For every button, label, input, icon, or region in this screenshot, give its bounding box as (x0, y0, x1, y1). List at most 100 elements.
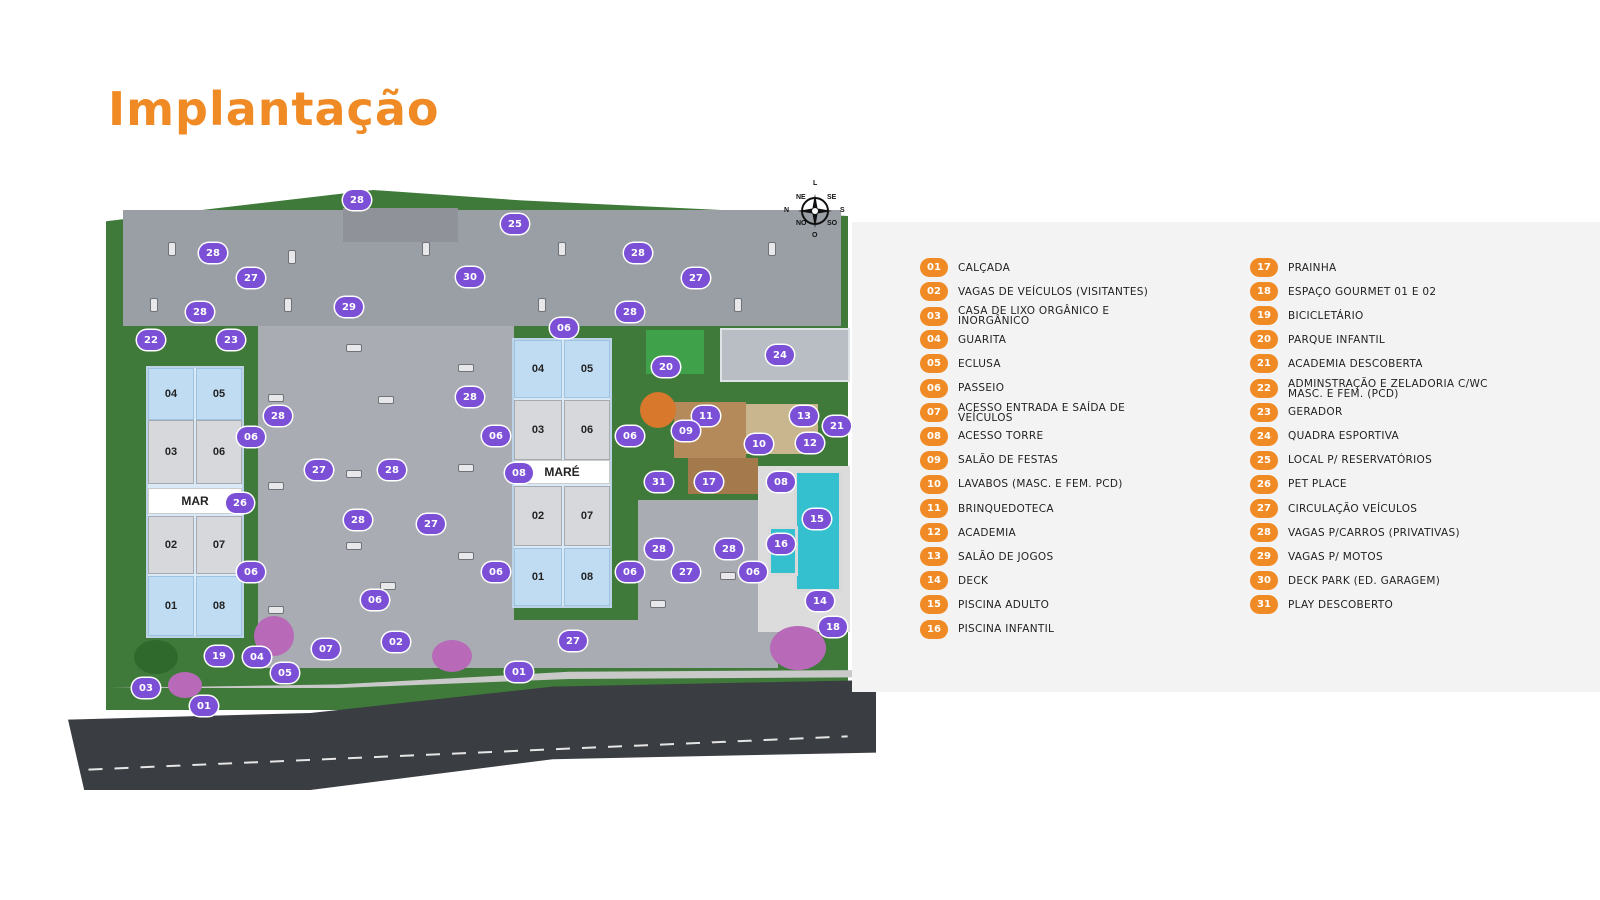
map-pin-17[interactable]: 17 (695, 472, 723, 492)
map-pin-16[interactable]: 16 (767, 534, 795, 554)
map-pin-10[interactable]: 10 (745, 434, 773, 454)
compass-rose: L O N S NE SE NO SO (782, 180, 848, 240)
legend-badge: 02 (920, 282, 948, 302)
map-pin-22[interactable]: 22 (137, 330, 165, 350)
legend-label: VAGAS DE VEÍCULOS (VISITANTES) (958, 285, 1149, 298)
map-pin-15[interactable]: 15 (803, 509, 831, 529)
legend-label: GUARITA (958, 333, 1007, 346)
map-pin-14[interactable]: 14 (806, 591, 834, 611)
unit-01: 01 (514, 548, 562, 606)
map-pin-28[interactable]: 28 (199, 243, 227, 263)
map-pin-28[interactable]: 28 (264, 406, 292, 426)
map-pin-06[interactable]: 06 (550, 318, 578, 338)
unit-08: 08 (564, 548, 610, 606)
map-pin-29[interactable]: 29 (335, 297, 363, 317)
parked-car (422, 242, 430, 256)
map-pin-27[interactable]: 27 (682, 268, 710, 288)
map-pin-11[interactable]: 11 (692, 406, 720, 426)
unit-05: 05 (564, 340, 610, 398)
parked-car (168, 242, 176, 256)
map-pin-28[interactable]: 28 (456, 387, 484, 407)
flowering-tree (168, 672, 202, 698)
map-pin-12[interactable]: 12 (796, 433, 824, 453)
map-pin-18[interactable]: 18 (819, 617, 847, 637)
parked-car (268, 394, 284, 402)
map-pin-28[interactable]: 28 (715, 539, 743, 559)
legend-label: DECK (958, 574, 989, 587)
map-pin-06[interactable]: 06 (237, 562, 265, 582)
map-pin-02[interactable]: 02 (382, 632, 410, 652)
map-pin-03[interactable]: 03 (132, 678, 160, 698)
map-pin-28[interactable]: 28 (645, 539, 673, 559)
map-pin-31[interactable]: 31 (645, 472, 673, 492)
legend-label: CALÇADA (958, 261, 1011, 274)
unit-04: 04 (148, 368, 194, 420)
parked-car (346, 542, 362, 550)
map-pin-19[interactable]: 19 (205, 646, 233, 666)
map-pin-27[interactable]: 27 (237, 268, 265, 288)
compass-icon (798, 194, 832, 228)
compass-n: N (784, 207, 790, 214)
map-pin-06[interactable]: 06 (361, 590, 389, 610)
map-pin-20[interactable]: 20 (652, 357, 680, 377)
map-pin-05[interactable]: 05 (271, 663, 299, 683)
map-pin-25[interactable]: 25 (501, 214, 529, 234)
unit-02: 02 (148, 516, 194, 574)
map-pin-24[interactable]: 24 (766, 345, 794, 365)
parked-car (768, 242, 776, 256)
parked-car (378, 396, 394, 404)
map-pin-09[interactable]: 09 (672, 421, 700, 441)
compass-no: NO (796, 220, 807, 227)
map-pin-06[interactable]: 06 (616, 562, 644, 582)
map-pin-27[interactable]: 27 (559, 631, 587, 651)
map-pin-06[interactable]: 06 (482, 426, 510, 446)
map-pin-28[interactable]: 28 (344, 510, 372, 530)
legend-label: ACESSO TORRE (958, 430, 1044, 443)
legend-label: SALÃO DE JOGOS (958, 550, 1054, 563)
compass-so: SO (827, 220, 838, 227)
map-pin-27[interactable]: 27 (672, 562, 700, 582)
map-pin-28[interactable]: 28 (624, 243, 652, 263)
map-pin-28[interactable]: 28 (616, 302, 644, 322)
map-pin-23[interactable]: 23 (217, 330, 245, 350)
parked-car (458, 364, 474, 372)
map-pin-13[interactable]: 13 (790, 406, 818, 426)
map-pin-08[interactable]: 08 (505, 463, 533, 483)
map-pin-06[interactable]: 06 (739, 562, 767, 582)
map-pin-01[interactable]: 01 (505, 662, 533, 682)
parked-car (734, 298, 742, 312)
map-pin-28[interactable]: 28 (378, 460, 406, 480)
map-pin-27[interactable]: 27 (305, 460, 333, 480)
unit-03: 03 (514, 400, 562, 460)
legend-badge: 24 (1250, 426, 1278, 446)
map-pin-04[interactable]: 04 (243, 647, 271, 667)
map-pin-30[interactable]: 30 (456, 267, 484, 287)
map-pin-07[interactable]: 07 (312, 639, 340, 659)
map-pin-06[interactable]: 06 (482, 562, 510, 582)
parked-car (288, 250, 296, 264)
legend-panel (852, 222, 1600, 692)
parked-car (346, 470, 362, 478)
legend-badge: 19 (1250, 306, 1278, 326)
legend-label: BRINQUEDOTECA (958, 502, 1054, 515)
map-pin-27[interactable]: 27 (417, 514, 445, 534)
flowering-tree (640, 392, 676, 428)
map-pin-28[interactable]: 28 (186, 302, 214, 322)
map-pin-01[interactable]: 01 (190, 696, 218, 716)
map-pin-26[interactable]: 26 (226, 493, 254, 513)
map-pin-28[interactable]: 28 (343, 190, 371, 210)
parked-car (538, 298, 546, 312)
map-pin-06[interactable]: 06 (237, 427, 265, 447)
map-pin-21[interactable]: 21 (823, 416, 851, 436)
map-pin-08[interactable]: 08 (767, 472, 795, 492)
map-pin-06[interactable]: 06 (616, 426, 644, 446)
